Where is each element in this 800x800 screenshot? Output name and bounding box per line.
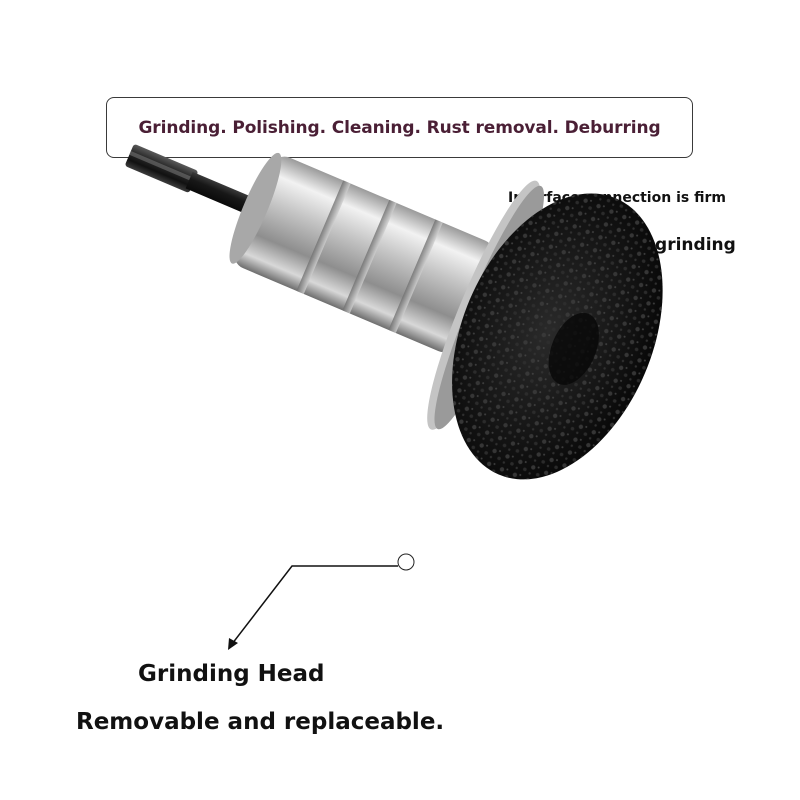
groove [388,219,443,334]
callout-arrowhead [228,638,238,650]
caption-title: Grinding Head [138,661,325,687]
callout-line [231,565,398,645]
caption-subtitle: Removable and replaceable. [76,709,445,735]
banner-text: Grinding. Polishing. Cleaning. Rust remo… [138,117,661,138]
adapter-body [234,156,494,353]
groove [296,180,351,294]
feature-banner: Grinding. Polishing. Cleaning. Rust remo… [106,97,693,158]
groove [342,199,397,314]
callout-dot [397,553,415,571]
shaft [185,171,262,218]
product-group [125,144,663,480]
